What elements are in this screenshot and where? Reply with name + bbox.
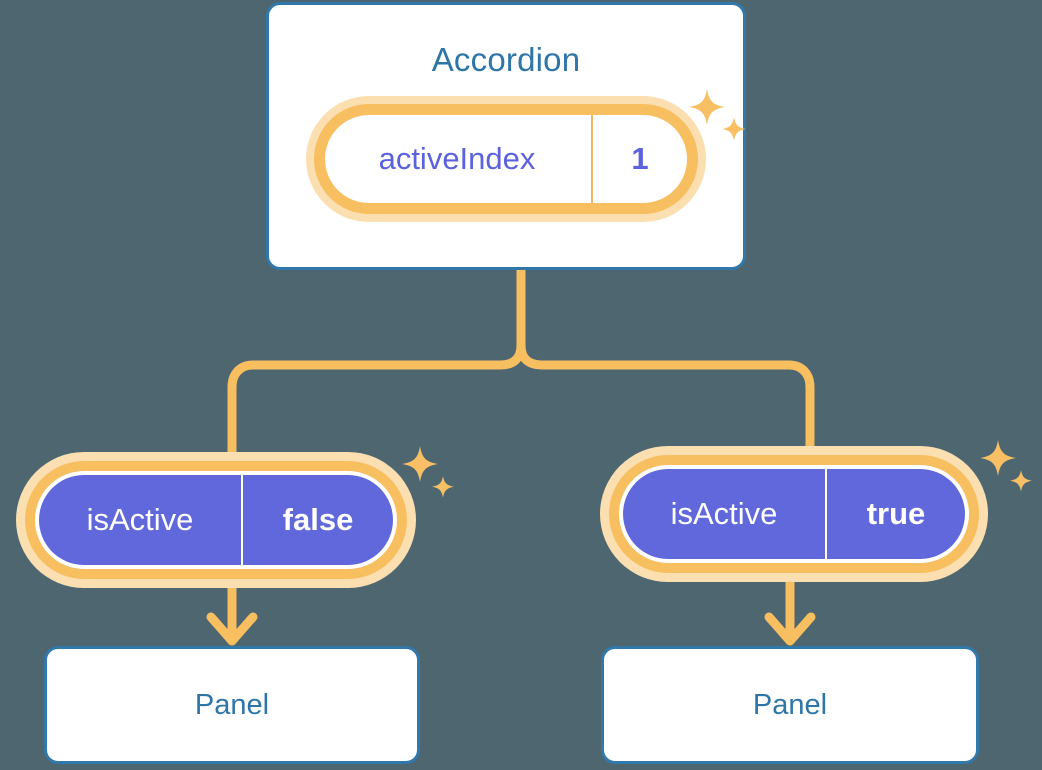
panel-card-left[interactable]: Panel xyxy=(44,646,420,764)
prop-badge-right-key: isActive xyxy=(623,469,827,559)
prop-badge-left-body: isActive false xyxy=(39,475,393,565)
prop-badge-right-value: true xyxy=(866,496,926,531)
arrowhead-right-icon xyxy=(764,612,816,646)
prop-badge-right-body: isActive true xyxy=(623,469,965,559)
accordion-title: Accordion xyxy=(431,41,581,78)
panel-card-right[interactable]: Panel xyxy=(601,646,979,764)
prop-badge-left-value: false xyxy=(282,502,354,537)
prop-badge-right-is-active[interactable]: isActive true xyxy=(600,446,988,582)
state-badge-key: activeIndex xyxy=(325,115,593,203)
state-badge-value: 1 xyxy=(631,141,649,176)
state-badge-body: activeIndex 1 xyxy=(325,115,687,203)
prop-badge-left-key: isActive xyxy=(39,475,243,565)
arrowhead-left-icon xyxy=(206,612,258,646)
state-badge-active-index[interactable]: activeIndex 1 xyxy=(306,96,706,222)
connector-trunk xyxy=(227,265,815,467)
panel-right-title: Panel xyxy=(752,688,828,721)
prop-badge-left-is-active[interactable]: isActive false xyxy=(16,452,416,588)
panel-left-title: Panel xyxy=(194,688,270,721)
